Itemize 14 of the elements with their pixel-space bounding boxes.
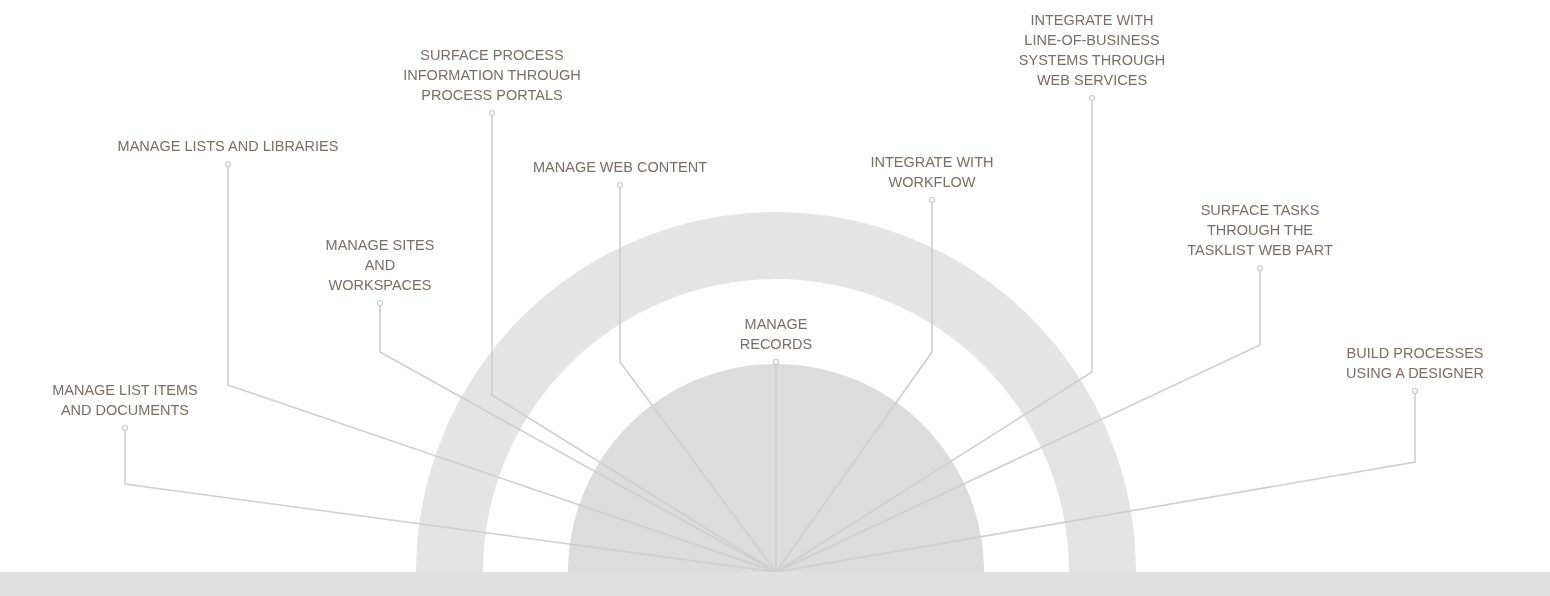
feature-label: SURFACE TASKS THROUGH THE TASKLIST WEB PART bbox=[1180, 200, 1340, 260]
base-bar bbox=[0, 572, 1550, 596]
feature-label: INTEGRATE WITH LINE-OF-BUSINESS SYSTEMS THROUGH WEB SERVICES bbox=[1012, 10, 1172, 90]
leader-line bbox=[772, 358, 780, 573]
feature-label: MANAGE LIST ITEMS AND DOCUMENTS bbox=[42, 380, 208, 420]
feature-label: SURFACE PROCESS INFORMATION THROUGH PROCESS PORTALS bbox=[397, 45, 587, 105]
leader-line bbox=[775, 196, 936, 573]
feature-label: MANAGE SITES AND WORKSPACES bbox=[316, 235, 444, 295]
feature-label: MANAGE RECORDS bbox=[731, 314, 821, 354]
feature-label: BUILD PROCESSES USING A DESIGNER bbox=[1335, 343, 1495, 383]
leader-line bbox=[616, 181, 777, 573]
feature-label: INTEGRATE WITH WORKFLOW bbox=[852, 152, 1012, 192]
feature-label: MANAGE WEB CONTENT bbox=[490, 157, 750, 177]
feature-label: MANAGE LISTS AND LIBRARIES bbox=[68, 136, 388, 156]
